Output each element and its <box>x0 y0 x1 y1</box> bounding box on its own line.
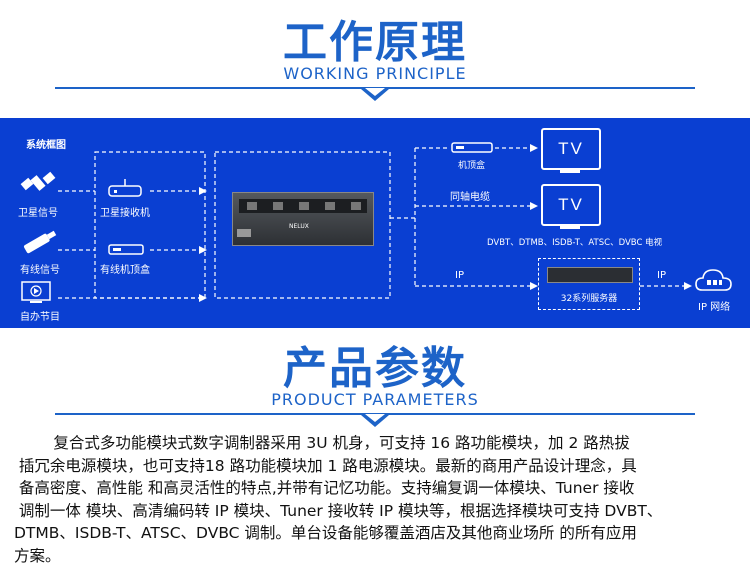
section-title-working-principle: 工作原理 <box>283 17 467 68</box>
system-diagram-panel: 系统框图 卫星信号 卫星接收机 有线信号 有线机顶盒 自办节目 NELUX 机顶… <box>0 118 750 328</box>
set-top-box-icon <box>451 142 493 153</box>
label-cable-signal: 有线信号 <box>20 265 60 276</box>
label-cable-stb: 有线机顶盒 <box>100 265 150 276</box>
label-satellite-receiver: 卫星接收机 <box>100 208 150 219</box>
satellite-icon <box>20 171 56 191</box>
tv-icon-top: TV <box>541 128 601 170</box>
description-line: 方案。 <box>14 546 61 565</box>
description-line: 插冗余电源模块，也可支持18 路功能模块加 1 路电源模块。最新的商用产品设计理… <box>14 456 637 475</box>
device-brand-label: NELUX <box>289 223 309 230</box>
label-ip-network: IP 网络 <box>698 302 731 313</box>
tv-label: TV <box>558 195 584 214</box>
tv-stand <box>560 170 580 173</box>
section-subtitle-product-parameters: PRODUCT PARAMETERS <box>271 390 479 409</box>
description-line: 调制一体 模块、高清编码转 IP 模块、Tuner 接收转 IP 模块等，根据选… <box>14 501 663 520</box>
product-description: 复合式多功能模块式数字调制器采用 3U 机身，可支持 16 路功能模块，加 2 … <box>14 432 738 567</box>
cable-icon <box>24 230 57 254</box>
server-icon <box>547 267 633 283</box>
section-title-product-parameters: 产品参数 <box>283 343 467 394</box>
diagram-heading: 系统框图 <box>26 140 66 151</box>
central-box <box>214 151 391 299</box>
title-notch-inner <box>365 88 385 96</box>
monitor-icon <box>21 281 51 303</box>
label-server: 32系列服务器 <box>560 294 618 304</box>
description-line: DTMB、ISDB-T、ATSC、DVBC 调制。单台设备能够覆盖酒店及其他商业… <box>14 524 637 542</box>
label-self-program: 自办节目 <box>20 312 60 323</box>
server-box: 32系列服务器 <box>538 258 640 310</box>
tv-icon-bottom: TV <box>541 184 601 226</box>
diagram-lines <box>58 144 692 302</box>
cable-stb-icon <box>108 244 144 255</box>
tv-stand <box>560 226 580 229</box>
tv-label: TV <box>558 139 584 158</box>
section-subtitle-working-principle: WORKING PRINCIPLE <box>283 64 467 83</box>
satellite-receiver-icon <box>108 179 142 197</box>
label-coax: 同轴电缆 <box>450 192 490 203</box>
description-line: 备高密度、高性能 和高灵活性的特点,并带有记忆功能。支持编复调一体模块、Tune… <box>14 479 635 497</box>
label-set-top-box: 机顶盒 <box>458 161 486 171</box>
input-group-box <box>94 151 206 299</box>
cloud-icon <box>695 269 732 291</box>
label-ip-in: IP <box>455 270 464 281</box>
title-notch-inner <box>365 414 385 422</box>
modulator-device: NELUX <box>232 192 374 246</box>
description-line: 复合式多功能模块式数字调制器采用 3U 机身，可支持 16 路功能模块，加 2 … <box>14 434 630 452</box>
label-standards: DVBT、DTMB、ISDB-T、ATSC、DVBC 电视 <box>487 238 663 248</box>
label-satellite-signal: 卫星信号 <box>18 208 58 219</box>
label-ip-out: IP <box>657 270 666 281</box>
